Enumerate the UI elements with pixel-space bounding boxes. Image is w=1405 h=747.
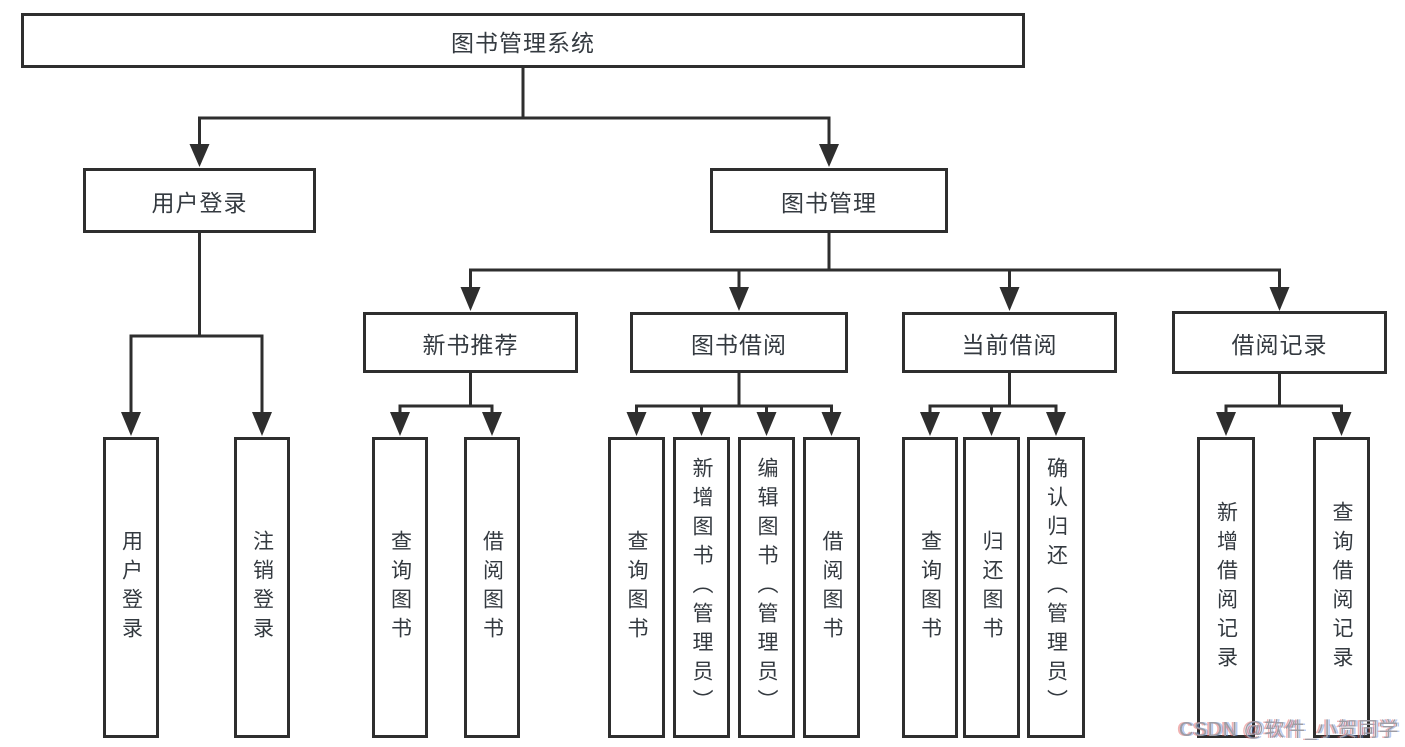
leaf-label: 借阅图书 <box>820 529 843 646</box>
node-library-management-system: 图书管理系统 <box>21 13 1025 68</box>
leaf-label: 归还图书 <box>980 529 1003 646</box>
leaf-label: 用户登录 <box>119 529 143 646</box>
node-book-management: 图书管理 <box>710 168 948 233</box>
leaf-label: 查询图书 <box>625 529 648 646</box>
leaf-query-books-new-book: 查询图书 <box>372 437 428 738</box>
node-label: 新书推荐 <box>422 331 519 358</box>
leaf-add-books-admin: 新增图书（管理员） <box>673 437 730 738</box>
node-label: 图书管理系统 <box>451 29 595 56</box>
leaf-borrow-books-new-book: 借阅图书 <box>464 437 520 738</box>
node-label: 图书借阅 <box>691 331 787 358</box>
connector-root-to-level2 <box>189 67 839 167</box>
leaf-query-borrow-record: 查询借阅记录 <box>1313 437 1370 738</box>
leaf-logout: 注销登录 <box>234 437 290 738</box>
leaf-borrow-books-borrowing: 借阅图书 <box>803 437 860 738</box>
leaf-query-books-borrowing: 查询图书 <box>608 437 665 738</box>
csdn-watermark: CSDN @软件_小贺同学 <box>1178 719 1399 741</box>
connector-user-login-children <box>121 233 272 436</box>
node-label: 用户登录 <box>151 189 248 216</box>
leaf-confirm-return-admin: 确认归还（管理员） <box>1027 437 1085 738</box>
leaf-label: 查询图书 <box>918 529 942 646</box>
node-label: 当前借阅 <box>961 331 1058 358</box>
leaf-edit-books-admin: 编辑图书（管理员） <box>738 437 795 738</box>
node-book-borrowing: 图书借阅 <box>630 312 848 373</box>
leaf-label: 查询借阅记录 <box>1330 500 1353 675</box>
leaf-label: 借阅图书 <box>480 529 504 646</box>
connector-borrowing-children <box>626 373 842 436</box>
leaf-label: 编辑图书（管理员） <box>755 457 778 718</box>
leaf-label: 注销登录 <box>250 529 274 646</box>
node-current-borrowing: 当前借阅 <box>902 312 1117 373</box>
node-new-book-recommendation: 新书推荐 <box>363 312 578 373</box>
connector-current-children <box>920 373 1066 436</box>
leaf-label: 新增图书（管理员） <box>690 457 713 718</box>
leaf-query-books-current: 查询图书 <box>902 437 958 738</box>
leaf-label: 确认归还（管理员） <box>1044 457 1068 718</box>
leaf-user-login: 用户登录 <box>103 437 159 738</box>
node-label: 借阅记录 <box>1231 331 1328 358</box>
leaf-label: 查询图书 <box>388 529 412 646</box>
node-label: 图书管理 <box>781 189 877 216</box>
leaf-add-borrow-record: 新增借阅记录 <box>1197 437 1255 738</box>
node-user-login: 用户登录 <box>83 168 316 233</box>
connector-records-children <box>1216 374 1352 436</box>
leaf-label: 新增借阅记录 <box>1214 500 1238 675</box>
leaf-return-books: 归还图书 <box>963 437 1020 738</box>
node-borrowing-records: 借阅记录 <box>1172 311 1387 374</box>
connector-new-book-children <box>390 373 502 436</box>
connector-book-mgmt-to-level3 <box>460 233 1290 311</box>
